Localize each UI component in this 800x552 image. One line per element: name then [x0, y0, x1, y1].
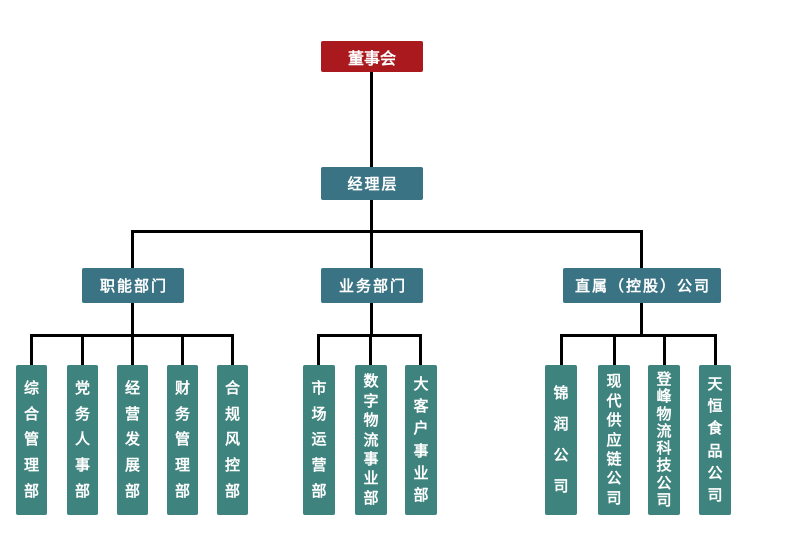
dept-node-market-operations: 市场运营部	[303, 365, 335, 515]
connector-stub-holding-4	[714, 334, 717, 365]
management-label: 经理层	[347, 175, 399, 193]
connector-drop-functional	[131, 230, 134, 268]
business-depts-node: 业务部门	[321, 268, 423, 303]
dept-node-business-development: 经营发展部	[117, 365, 148, 515]
board-of-directors-label: 董事会	[347, 48, 396, 68]
connector-stub-functional-3	[131, 334, 134, 365]
connector-stub-business-2	[369, 334, 372, 365]
connector-stub-business-3	[419, 334, 422, 365]
management-node: 经理层	[321, 167, 423, 200]
holding-companies-label: 直属（控股）公司	[574, 277, 711, 295]
company-node-modern-supply-chain: 现代供应链公司	[598, 365, 630, 515]
dept-node-party-personnel: 党务人事部	[67, 365, 98, 515]
functional-depts-label: 职能部门	[99, 277, 168, 295]
connector-stem-business	[370, 302, 373, 336]
dept-node-digital-logistics: 数字物流事业部	[355, 365, 387, 515]
dept-node-finance-management: 财务管理部	[167, 365, 198, 515]
connector-stub-business-1	[317, 334, 320, 365]
connector-bar-holding	[560, 334, 717, 337]
functional-depts-node: 职能部门	[82, 268, 184, 303]
connector-management-to-bar	[370, 199, 373, 232]
holding-companies-node: 直属（控股）公司	[563, 268, 721, 303]
connector-stub-functional-5	[231, 334, 234, 365]
connector-drop-holding	[640, 230, 643, 268]
connector-stub-functional-1	[30, 334, 33, 365]
connector-stem-holding	[640, 302, 643, 336]
connector-stub-functional-2	[81, 334, 84, 365]
business-depts-label: 业务部门	[338, 277, 407, 295]
dept-node-key-accounts: 大客户事业部	[405, 365, 437, 515]
connector-root-to-management	[370, 71, 373, 168]
connector-stem-functional	[131, 302, 134, 336]
company-node-dengfeng-logistics-tech: 登峰物流科技公司	[648, 365, 680, 515]
board-of-directors-node: 董事会	[321, 41, 423, 72]
company-node-jinrun: 锦润公司	[545, 365, 577, 515]
connector-stub-holding-2	[613, 334, 616, 365]
connector-drop-business	[370, 230, 373, 268]
connector-stub-holding-1	[560, 334, 563, 365]
company-node-tianheng-food: 天恒食品公司	[699, 365, 731, 515]
connector-main-horizontal-bar	[131, 230, 642, 233]
dept-node-compliance-risk: 合规风控部	[217, 365, 248, 515]
dept-node-general-management: 综合管理部	[16, 365, 47, 515]
connector-stub-holding-3	[663, 334, 666, 365]
connector-stub-functional-4	[181, 334, 184, 365]
